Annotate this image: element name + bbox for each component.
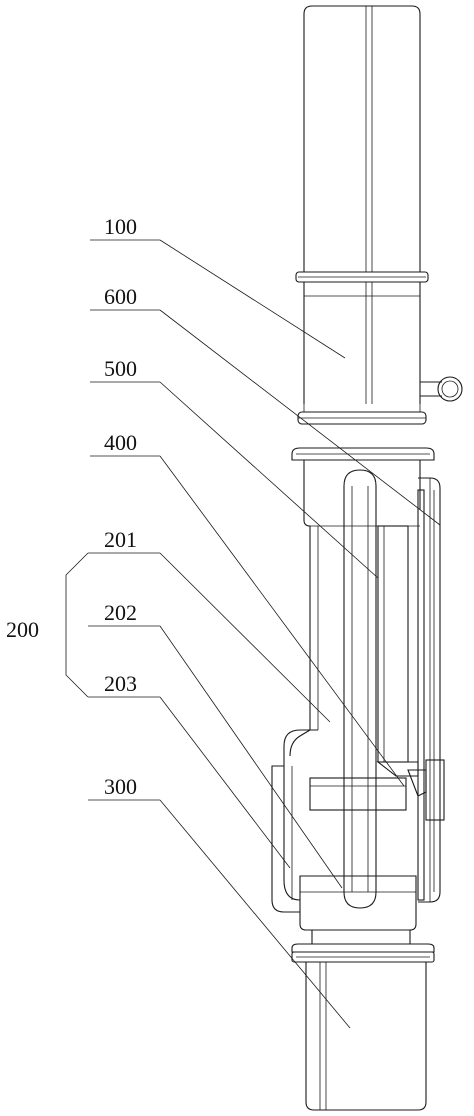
label-300: 300 [104,774,137,799]
label-400: 400 [104,430,137,455]
body-collar [295,271,463,425]
right-channel [417,477,445,903]
reference-numerals: 100 600 500 400 201 200 202 203 300 [6,214,137,799]
label-201: 201 [104,527,137,552]
label-500: 500 [104,356,137,381]
label-600: 600 [104,284,137,309]
leader-lines [65,239,441,1029]
label-203: 203 [104,671,137,696]
bottom-tube [291,943,435,1111]
label-202: 202 [104,600,137,625]
inner-rod [343,469,377,909]
top-tube [303,5,421,272]
piston-block [309,525,427,811]
label-200: 200 [6,617,39,642]
upper-flange [291,447,435,461]
middle-housing [271,460,421,913]
label-100: 100 [104,214,137,239]
lower-flange [299,875,417,944]
